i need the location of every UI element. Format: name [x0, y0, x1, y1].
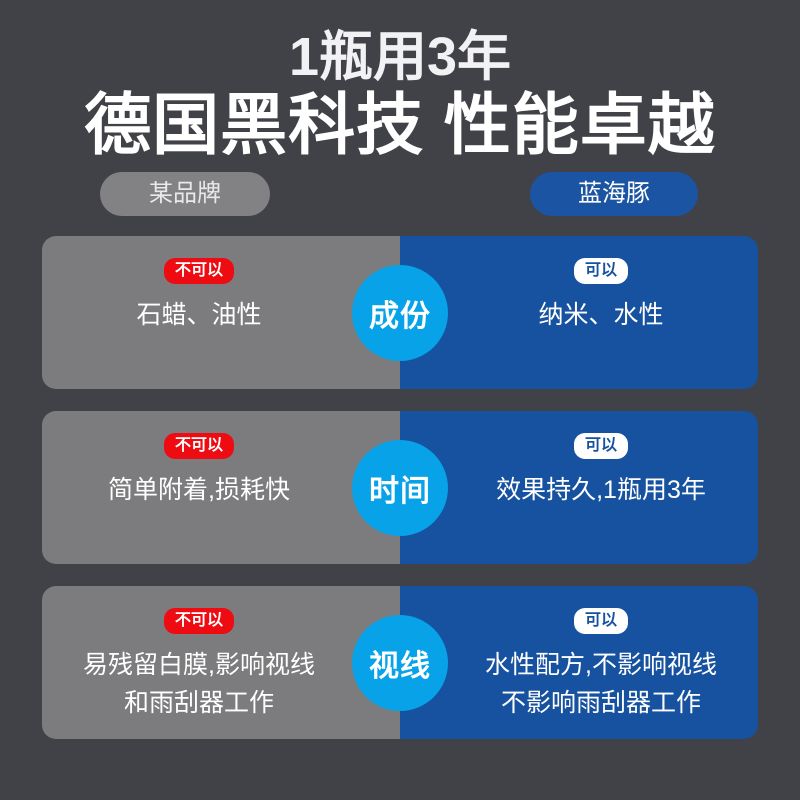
comparison-right-text-line-2: 不影响雨刮器工作: [500, 689, 701, 717]
comparison-row-visibility: 不可以 易残留白膜,影响视线 和雨刮器工作 可以 水性配方,不影响视线 不影响雨…: [42, 586, 758, 739]
comparison-right-text-line-1: 水性配方,不影响视线: [485, 651, 717, 679]
comparison-left-text-line-1: 石蜡、油性: [136, 301, 262, 329]
comparison-left-text-line-1: 易残留白膜,影响视线: [83, 651, 315, 679]
comparison-left-panel: 不可以 易残留白膜,影响视线 和雨刮器工作: [42, 586, 400, 739]
comparison-row-duration: 不可以 简单附着,损耗快 可以 效果持久,1瓶用3年 时间: [42, 411, 758, 564]
page-header: 1瓶用3年 德国黑科技 性能卓越: [0, 0, 800, 164]
comparison-right-panel: 可以 纳米、水性: [400, 236, 758, 389]
comparison-right-panel: 可以 水性配方,不影响视线 不影响雨刮器工作: [400, 586, 758, 739]
comparison-right-inner: 可以 水性配方,不影响视线 不影响雨刮器工作: [422, 608, 780, 722]
page-title-line-2: 德国黑科技 性能卓越: [84, 88, 716, 163]
comparison-category-circle: 视线: [352, 614, 448, 711]
comparison-right-inner: 可以 效果持久,1瓶用3年: [422, 433, 780, 509]
status-badge-no: 不可以: [163, 608, 234, 634]
brand-pill-ours[interactable]: 蓝海豚: [530, 172, 698, 216]
status-badge-no: 不可以: [163, 433, 234, 459]
page-title-line-1: 1瓶用3年: [288, 27, 512, 87]
comparison-left-inner: 不可以 简单附着,损耗快: [20, 433, 378, 509]
comparison-left-panel: 不可以 简单附着,损耗快: [42, 411, 400, 564]
status-badge-yes: 可以: [573, 433, 628, 459]
comparison-category-circle: 时间: [352, 439, 448, 536]
comparison-left-inner: 不可以 易残留白膜,影响视线 和雨刮器工作: [20, 608, 378, 722]
comparison-left-text-line-1: 简单附着,损耗快: [108, 476, 290, 504]
comparison-row-ingredients: 不可以 石蜡、油性 可以 纳米、水性 成份: [42, 236, 758, 389]
comparison-left-text-line-2: 和雨刮器工作: [123, 689, 274, 717]
comparison-left-inner: 不可以 石蜡、油性: [20, 258, 378, 334]
brand-pill-row: 某品牌 蓝海豚: [0, 172, 800, 228]
comparison-right-text-line-1: 纳米、水性: [538, 301, 664, 329]
comparison-right-inner: 可以 纳米、水性: [422, 258, 780, 334]
comparison-right-panel: 可以 效果持久,1瓶用3年: [400, 411, 758, 564]
comparison-left-panel: 不可以 石蜡、油性: [42, 236, 400, 389]
status-badge-yes: 可以: [573, 258, 628, 284]
comparison-category-circle: 成份: [352, 264, 448, 361]
status-badge-no: 不可以: [163, 258, 234, 284]
comparison-right-text-line-1: 效果持久,1瓶用3年: [496, 476, 706, 504]
status-badge-yes: 可以: [573, 608, 628, 634]
comparison-rows: 不可以 石蜡、油性 可以 纳米、水性 成份 不可以 简单附着,损耗快 可以 效果…: [0, 236, 800, 739]
brand-pill-other[interactable]: 某品牌: [100, 172, 270, 216]
